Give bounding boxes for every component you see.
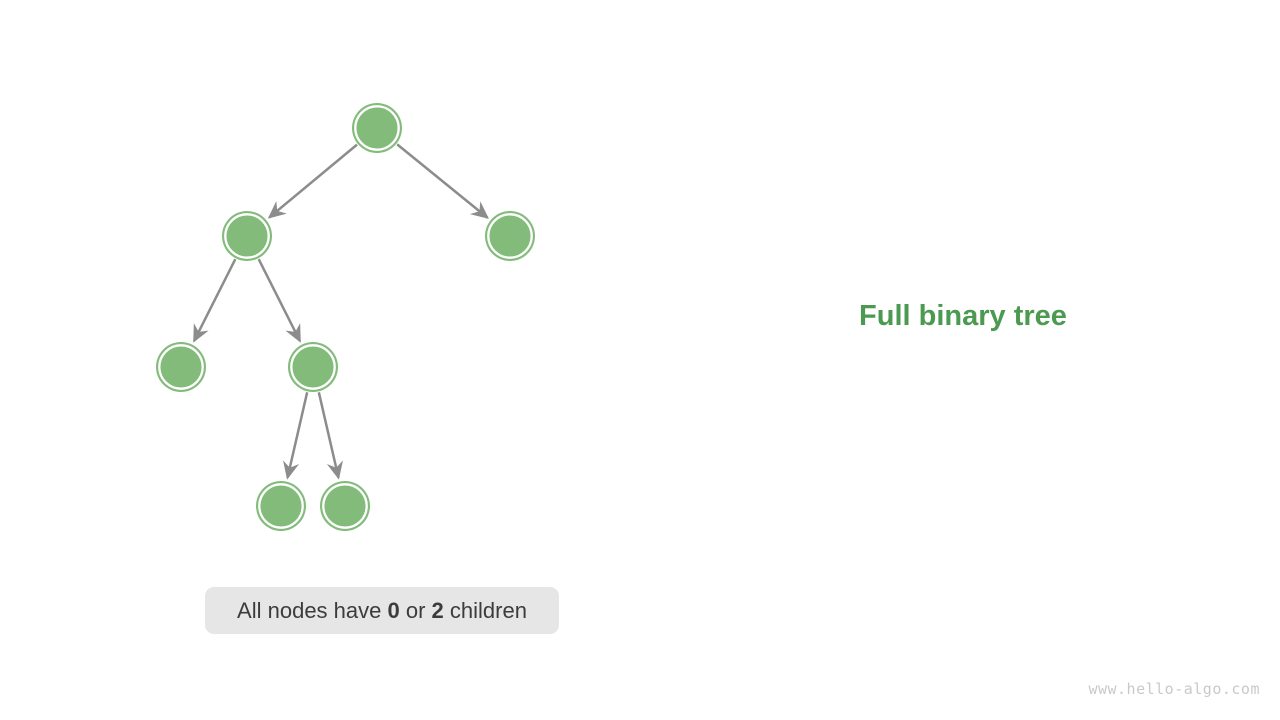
caption-pill: All nodes have 0 or 2 children	[205, 587, 559, 634]
tree-edge	[396, 143, 489, 219]
tree-node	[485, 211, 535, 261]
tree-edge	[192, 258, 237, 343]
tree-node	[156, 342, 206, 392]
diagram-title: Full binary tree	[859, 300, 1067, 332]
tree-edge	[267, 143, 358, 219]
watermark: www.hello-algo.com	[1088, 680, 1260, 698]
caption-text-middle: or	[399, 597, 432, 623]
tree-edge	[283, 392, 309, 480]
caption-bold-two: 2	[431, 597, 444, 623]
tree-node	[352, 103, 402, 153]
tree-node	[288, 342, 338, 392]
caption-text-before: All nodes have	[237, 597, 388, 623]
caption-bold-zero: 0	[387, 597, 400, 623]
caption-text-after: children	[443, 597, 527, 623]
tree-edge	[257, 258, 302, 343]
tree-node	[256, 481, 306, 531]
tree-node	[320, 481, 370, 531]
tree-edge	[317, 392, 343, 480]
tree-node	[222, 211, 272, 261]
